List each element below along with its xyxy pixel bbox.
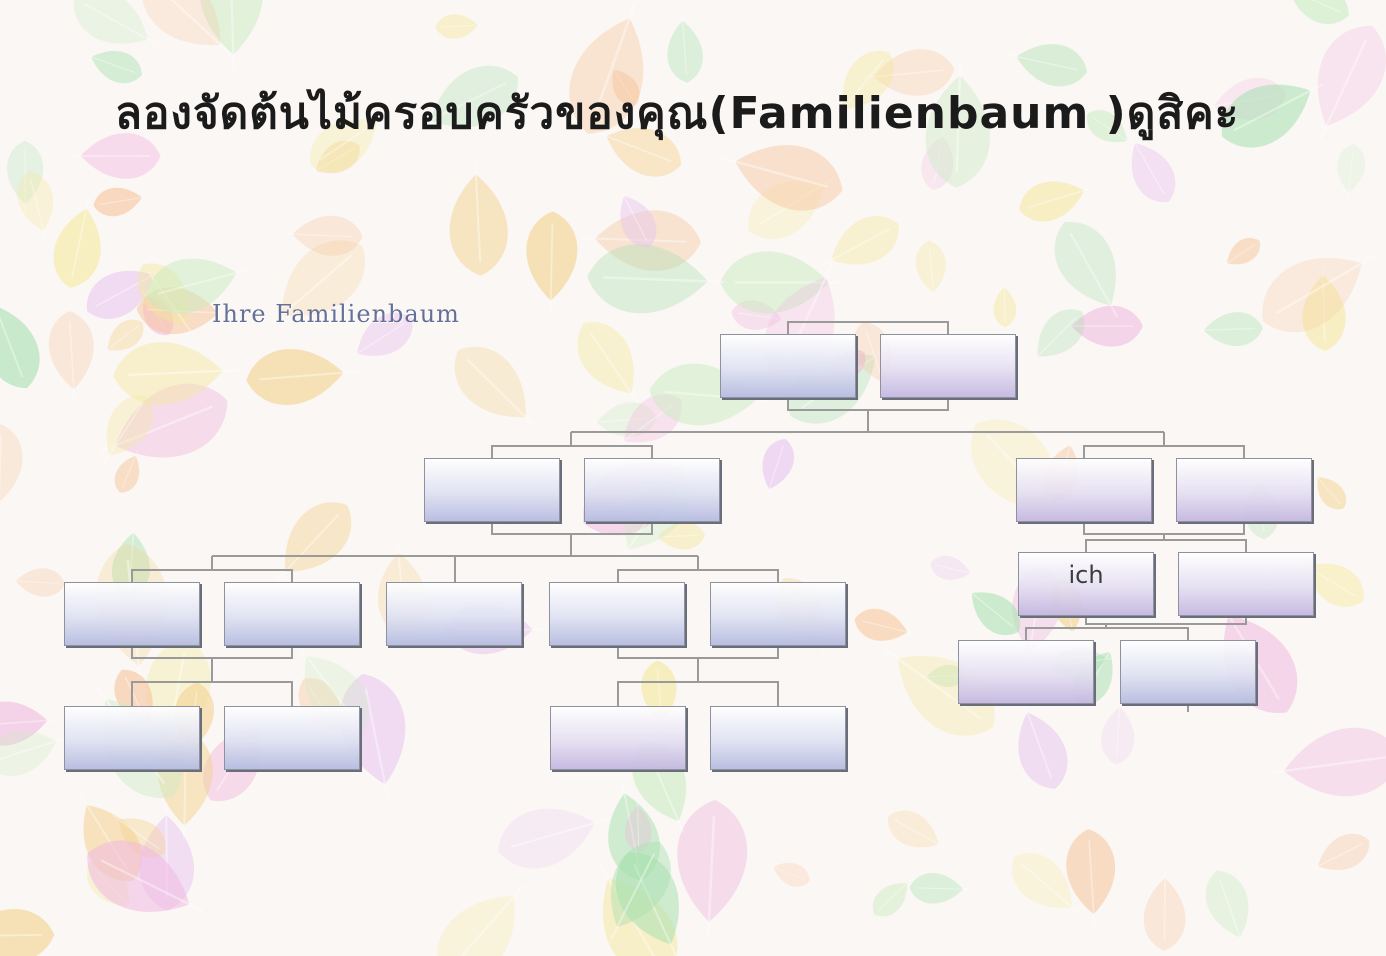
family-member-box[interactable] (1178, 552, 1314, 616)
family-member-box[interactable] (64, 582, 200, 646)
family-member-box[interactable] (720, 334, 856, 398)
slide-title: ลองจัดต้นไม้ครอบครัวของคุณ(Familienbaum … (115, 88, 1240, 139)
family-member-box[interactable] (958, 640, 1094, 704)
family-member-box[interactable] (710, 706, 846, 770)
family-member-box[interactable] (224, 582, 360, 646)
family-member-box[interactable] (224, 706, 360, 770)
family-member-box[interactable] (880, 334, 1016, 398)
family-member-box[interactable] (1176, 458, 1312, 522)
family-member-box-ich[interactable]: ich (1018, 552, 1154, 616)
family-member-box[interactable] (710, 582, 846, 646)
family-tree-caption: Ihre Familienbaum (212, 300, 460, 328)
family-member-box[interactable] (550, 706, 686, 770)
family-member-box[interactable] (549, 582, 685, 646)
family-member-box[interactable] (64, 706, 200, 770)
family-member-box[interactable] (424, 458, 560, 522)
family-member-box[interactable] (1120, 640, 1256, 704)
family-member-box[interactable] (386, 582, 522, 646)
family-member-box[interactable] (584, 458, 720, 522)
family-member-box[interactable] (1016, 458, 1152, 522)
